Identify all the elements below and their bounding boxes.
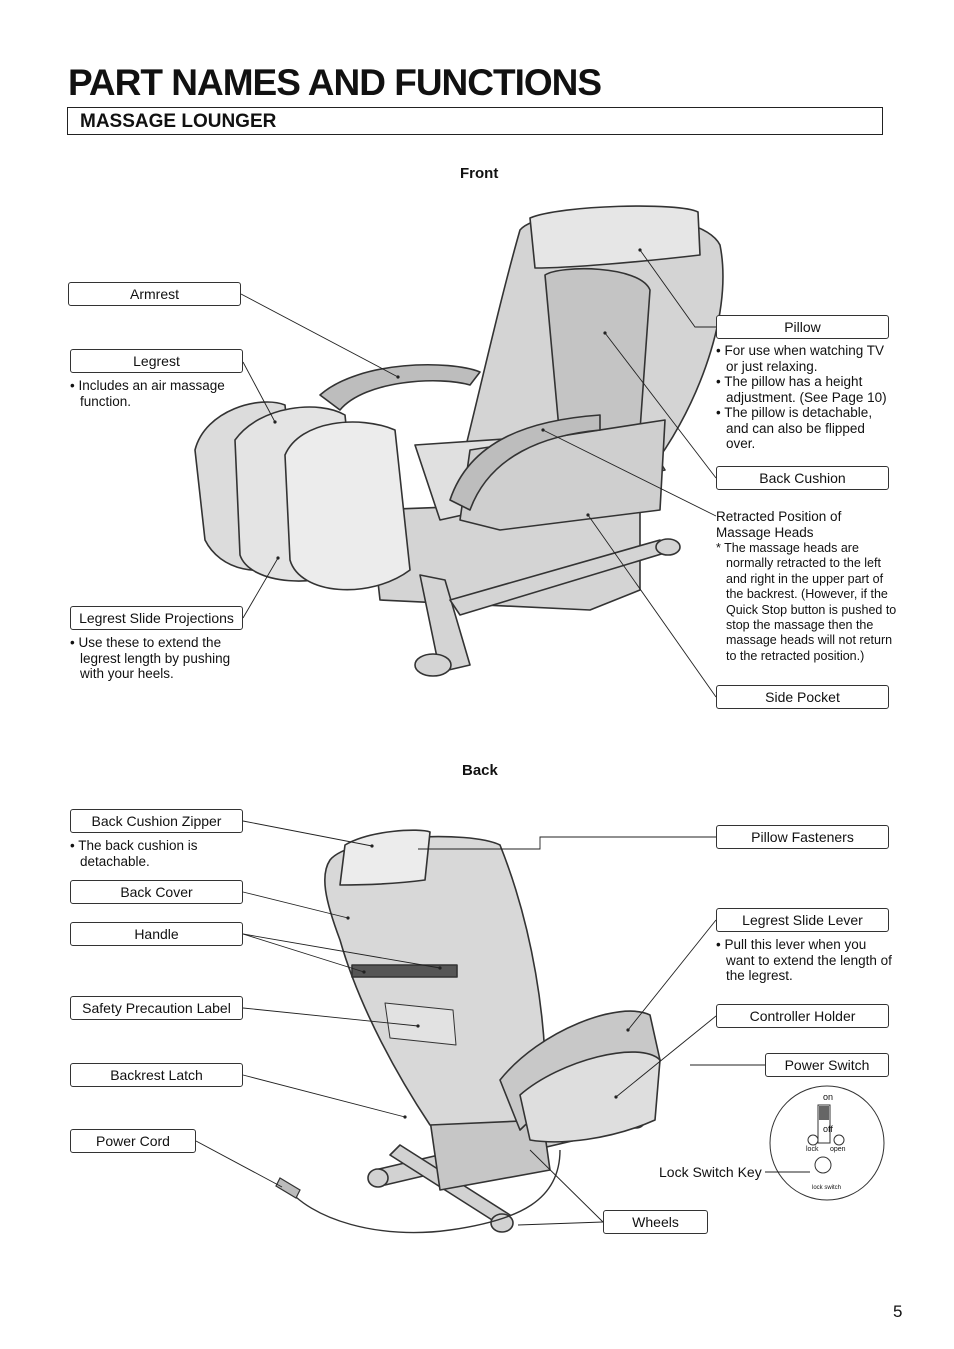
switch-on-text: on (823, 1092, 834, 1102)
back-cushion-zipper-note: • The back cushion is detachable. (70, 838, 250, 869)
armrest-label: Armrest (68, 282, 241, 306)
back-cushion-zipper-label: Back Cushion Zipper (70, 809, 243, 833)
pillow-note-item: • The pillow has a height adjustment. (S… (716, 374, 887, 405)
lock-switch-key-label: Lock Switch Key (659, 1164, 762, 1180)
pillow-note: • For use when watching TV or just relax… (716, 343, 894, 452)
back-cushion-zipper-note-item: • The back cushion is detachable. (70, 838, 198, 869)
page-number: 5 (893, 1302, 903, 1321)
wheels-label: Wheels (603, 1210, 708, 1234)
retracted-position-title: Retracted Position of Massage Heads (716, 509, 896, 540)
legrest-slide-lever-label: Legrest Slide Lever (716, 908, 889, 932)
pillow-note-item: • For use when watching TV or just relax… (716, 343, 885, 374)
section-title: MASSAGE LOUNGER (80, 111, 277, 132)
section-header-box (67, 107, 883, 135)
page-title: PART NAMES AND FUNCTIONS (68, 62, 602, 103)
legrest-slide-projections-label: Legrest Slide Projections (70, 606, 243, 630)
lock-switch-text: lock switch (812, 1185, 842, 1191)
back-cushion-label: Back Cushion (716, 466, 889, 490)
pillow-note-item: • The pillow is detachable, and can also… (716, 405, 873, 451)
safety-precaution-label: Safety Precaution Label (70, 996, 243, 1020)
power-cord-label: Power Cord (70, 1129, 196, 1153)
power-switch-label: Power Switch (765, 1053, 889, 1077)
legrest-slide-lever-note-item: • Pull this lever when you want to exten… (716, 937, 892, 983)
back-view-title: Back (462, 762, 498, 779)
retracted-position-note-item: * The massage heads are normally retract… (716, 541, 897, 663)
legrest-note: • Includes an air massage function. (70, 378, 245, 409)
retracted-position-note: * The massage heads are normally retract… (716, 541, 898, 664)
switch-lock-text: lock (806, 1146, 819, 1153)
back-cover-label: Back Cover (70, 880, 243, 904)
backrest-latch-label: Backrest Latch (70, 1063, 243, 1087)
retracted-position-title-line: Massage Heads (716, 524, 814, 540)
legrest-slide-projections-note: • Use these to extend the legrest length… (70, 635, 250, 682)
pillow-label: Pillow (716, 315, 889, 339)
legrest-slide-lever-note: • Pull this lever when you want to exten… (716, 937, 896, 984)
legrest-slide-projections-note-item: • Use these to extend the legrest length… (70, 635, 231, 681)
legrest-label: Legrest (70, 349, 243, 373)
handle-label: Handle (70, 922, 243, 946)
pillow-fasteners-label: Pillow Fasteners (716, 825, 889, 849)
switch-off-text: off (823, 1124, 833, 1134)
side-pocket-label: Side Pocket (716, 685, 889, 709)
legrest-note-item: • Includes an air massage function. (70, 378, 225, 409)
controller-holder-label: Controller Holder (716, 1004, 889, 1028)
front-view-title: Front (460, 165, 499, 182)
retracted-position-title-line: Retracted Position of (716, 509, 842, 524)
switch-open-text: open (830, 1146, 846, 1153)
